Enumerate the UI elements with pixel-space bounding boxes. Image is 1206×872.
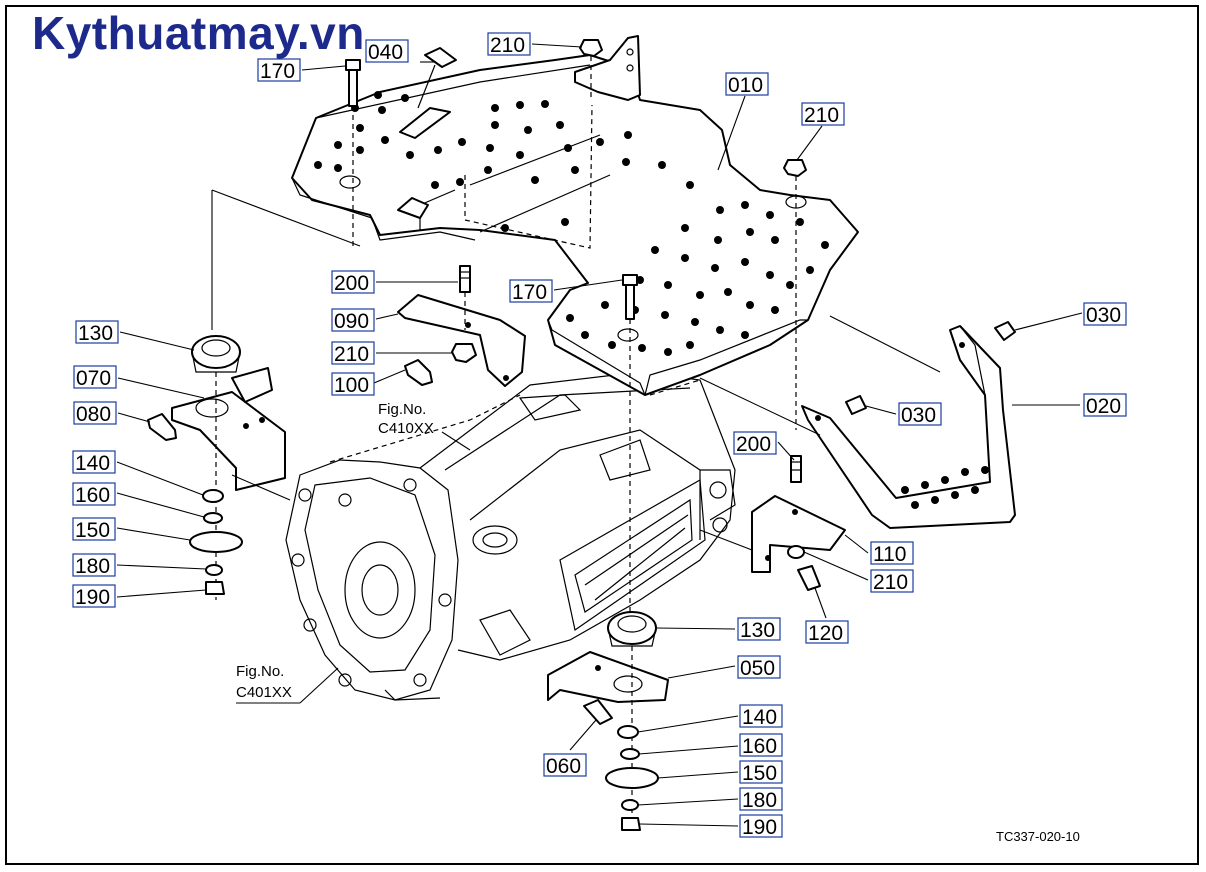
svg-text:210: 210	[873, 571, 908, 594]
svg-text:100: 100	[334, 374, 369, 397]
callout-030-top: 030	[1083, 302, 1127, 327]
svg-text:050: 050	[740, 657, 775, 680]
svg-text:040: 040	[368, 41, 403, 64]
callout-170-top: 170	[257, 58, 301, 83]
callout-160-left: 160	[72, 482, 116, 507]
svg-text:030: 030	[1086, 304, 1121, 327]
svg-text:120: 120	[808, 622, 843, 645]
step-bracket	[801, 325, 1016, 529]
callout-070: 070	[73, 365, 117, 390]
callout-190-left: 190	[72, 584, 116, 609]
svg-text:130: 130	[78, 322, 113, 345]
bracket-110	[751, 495, 846, 573]
svg-text:020: 020	[1086, 395, 1121, 418]
svg-text:150: 150	[742, 762, 777, 785]
figure-ref-c410: Fig.No. C410XX	[378, 401, 434, 437]
callout-130-right: 130	[737, 617, 781, 642]
callout-080: 080	[73, 401, 117, 426]
svg-text:180: 180	[75, 555, 110, 578]
callout-120: 120	[805, 620, 849, 645]
callout-050: 050	[737, 655, 781, 680]
svg-text:170: 170	[512, 281, 547, 304]
svg-text:210: 210	[334, 343, 369, 366]
svg-text:C401XX: C401XX	[236, 684, 292, 701]
callout-010: 010	[725, 72, 769, 97]
bracket-050	[547, 651, 669, 703]
callout-190-right: 190	[739, 814, 783, 839]
callout-180-right: 180	[739, 787, 783, 812]
callout-020: 020	[1083, 393, 1127, 418]
bracket-090	[397, 294, 526, 387]
callout-200-right: 200	[733, 431, 777, 456]
callout-030-mid: 030	[898, 402, 942, 427]
callout-210-lower: 210	[870, 569, 914, 594]
bracket-070	[171, 391, 286, 491]
callout-160-right: 160	[739, 733, 783, 758]
leader-lines	[116, 43, 1083, 827]
svg-text:Fig.No.: Fig.No.	[236, 663, 284, 680]
svg-text:140: 140	[75, 452, 110, 475]
diagram-border	[5, 5, 1199, 865]
brackets	[171, 294, 846, 703]
site-logo: Kythuatmay.vn	[32, 7, 365, 59]
svg-text:140: 140	[742, 706, 777, 729]
callout-210-mid: 210	[331, 341, 375, 366]
svg-text:210: 210	[490, 34, 525, 57]
svg-text:170: 170	[260, 60, 295, 83]
floor-plate	[291, 35, 859, 396]
svg-text:Fig.No.: Fig.No.	[378, 401, 426, 418]
svg-text:190: 190	[742, 816, 777, 839]
svg-text:090: 090	[334, 310, 369, 333]
svg-text:200: 200	[736, 433, 771, 456]
svg-text:200: 200	[334, 272, 369, 295]
callout-200-left: 200	[331, 270, 375, 295]
callout-labels: 040 170 210 010 210 200 170 090 210 100 …	[72, 32, 1127, 839]
hardware	[147, 39, 1016, 835]
callout-140-left: 140	[72, 450, 116, 475]
callout-100: 100	[331, 372, 375, 397]
transmission-housing	[285, 371, 736, 701]
svg-text:110: 110	[873, 543, 906, 566]
svg-text:160: 160	[742, 735, 777, 758]
callout-090: 090	[331, 308, 375, 333]
svg-text:010: 010	[728, 74, 763, 97]
callout-180-left: 180	[72, 553, 116, 578]
callout-060: 060	[543, 753, 587, 778]
svg-text:C410XX: C410XX	[378, 420, 434, 437]
callout-210-right: 210	[801, 102, 845, 127]
drawing-code: TC337-020-10	[996, 829, 1080, 844]
svg-text:150: 150	[75, 519, 110, 542]
svg-text:130: 130	[740, 619, 775, 642]
callout-040: 040	[365, 39, 409, 64]
svg-text:060: 060	[546, 755, 581, 778]
svg-text:190: 190	[75, 586, 110, 609]
svg-text:030: 030	[901, 404, 936, 427]
callout-140-right: 140	[739, 704, 783, 729]
svg-text:210: 210	[804, 104, 839, 127]
svg-text:160: 160	[75, 484, 110, 507]
callout-150-right: 150	[739, 760, 783, 785]
callout-130-left: 130	[75, 320, 119, 345]
svg-text:080: 080	[76, 403, 111, 426]
callout-110: 110	[870, 541, 914, 566]
callout-170-mid: 170	[509, 279, 553, 304]
callout-210-top: 210	[487, 32, 531, 57]
svg-text:180: 180	[742, 789, 777, 812]
svg-text:070: 070	[76, 367, 111, 390]
figure-ref-c401: Fig.No. C401XX	[236, 663, 300, 704]
callout-150-left: 150	[72, 517, 116, 542]
